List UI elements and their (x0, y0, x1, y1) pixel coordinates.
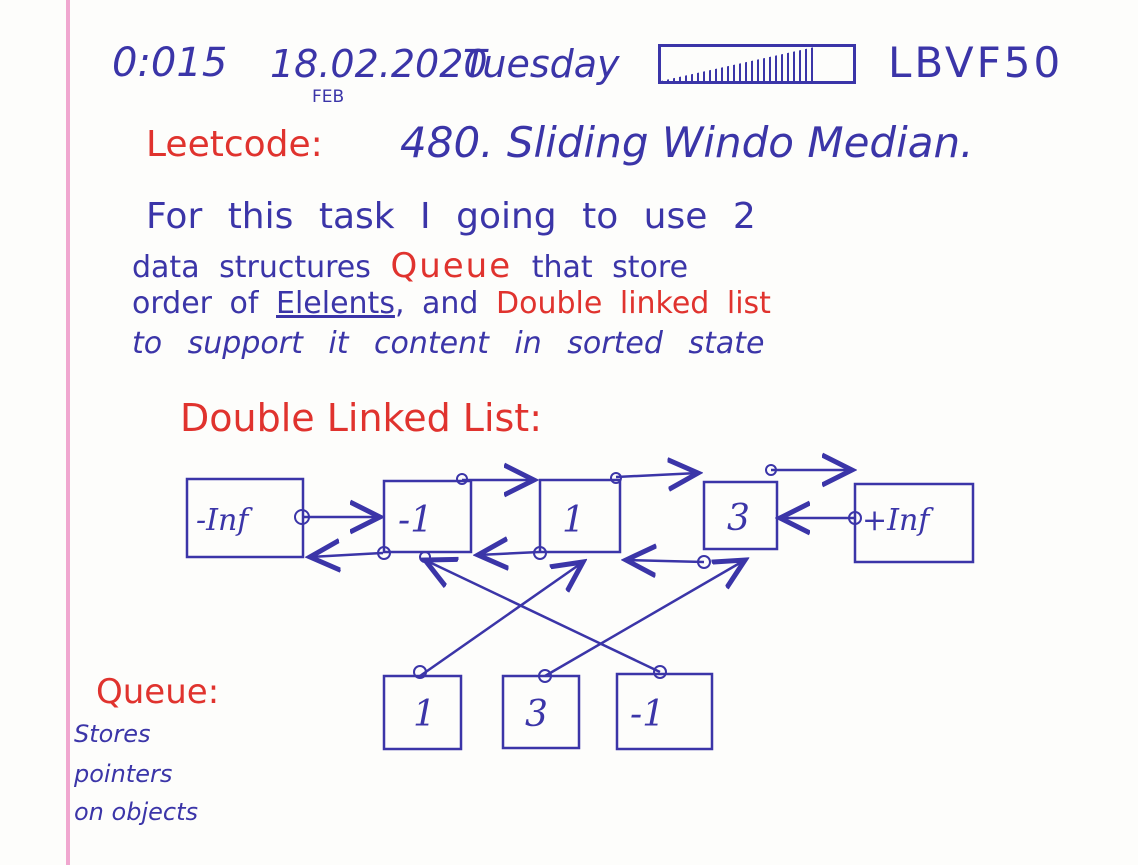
description-text: , and (394, 286, 479, 321)
dll-heading: Double Linked List: (180, 396, 543, 440)
queue-note-line: pointers (74, 760, 173, 788)
dll-node-label: +Inf (862, 503, 934, 538)
queue-item-box (382, 674, 463, 751)
backward-link (626, 560, 705, 562)
dll-node-label: -Inf (196, 503, 253, 538)
description-text: data structures (132, 250, 371, 285)
header-time: 0:015 (112, 40, 228, 86)
header-code: LBVF50 (888, 38, 1064, 87)
title-prefix: Leetcode: (146, 124, 323, 165)
header-date: 18.02.2020 (270, 42, 488, 86)
underlined-elements: Elelents (276, 286, 395, 321)
description-line-4: to support it content in sorted state (132, 326, 765, 361)
queue-item-box (615, 672, 714, 751)
highlight-queue: Queue (390, 246, 513, 286)
queue-pointer (419, 562, 583, 678)
description-line-3: order of Elelents, and Double linked lis… (132, 286, 771, 321)
queue-item-label: 3 (525, 694, 548, 735)
queue-item-label: -1 (630, 694, 665, 735)
header-weekday: Tuesday (463, 42, 620, 86)
description-text: order of (132, 286, 259, 321)
queue-item-label: 1 (413, 694, 436, 735)
dll-node-box (538, 478, 622, 554)
description-line-1: For this task I going to use 2 (146, 196, 756, 237)
progress-bar (658, 44, 856, 84)
dll-node-label: 1 (562, 500, 585, 541)
header-month-note: FEB (312, 87, 345, 107)
queue-heading: Queue: (96, 672, 220, 712)
queue-pointer (425, 560, 661, 674)
backward-link (310, 553, 384, 557)
queue-pointer (544, 560, 745, 678)
queue-item-box (501, 674, 581, 750)
forward-link (615, 473, 698, 477)
notebook-margin-line (66, 0, 70, 865)
queue-note-line: on objects (74, 798, 198, 826)
dll-node-label: 3 (727, 498, 750, 539)
description-line-2: data structures Queue that store (132, 246, 688, 286)
page-title: 480. Sliding Windo Median. (400, 118, 974, 167)
description-text: that store (531, 250, 689, 285)
backward-link (478, 552, 540, 555)
dll-node-label: -1 (398, 500, 433, 541)
queue-note-line: Stores (74, 720, 151, 748)
highlight-double-linked-list: Double linked list (496, 286, 771, 321)
